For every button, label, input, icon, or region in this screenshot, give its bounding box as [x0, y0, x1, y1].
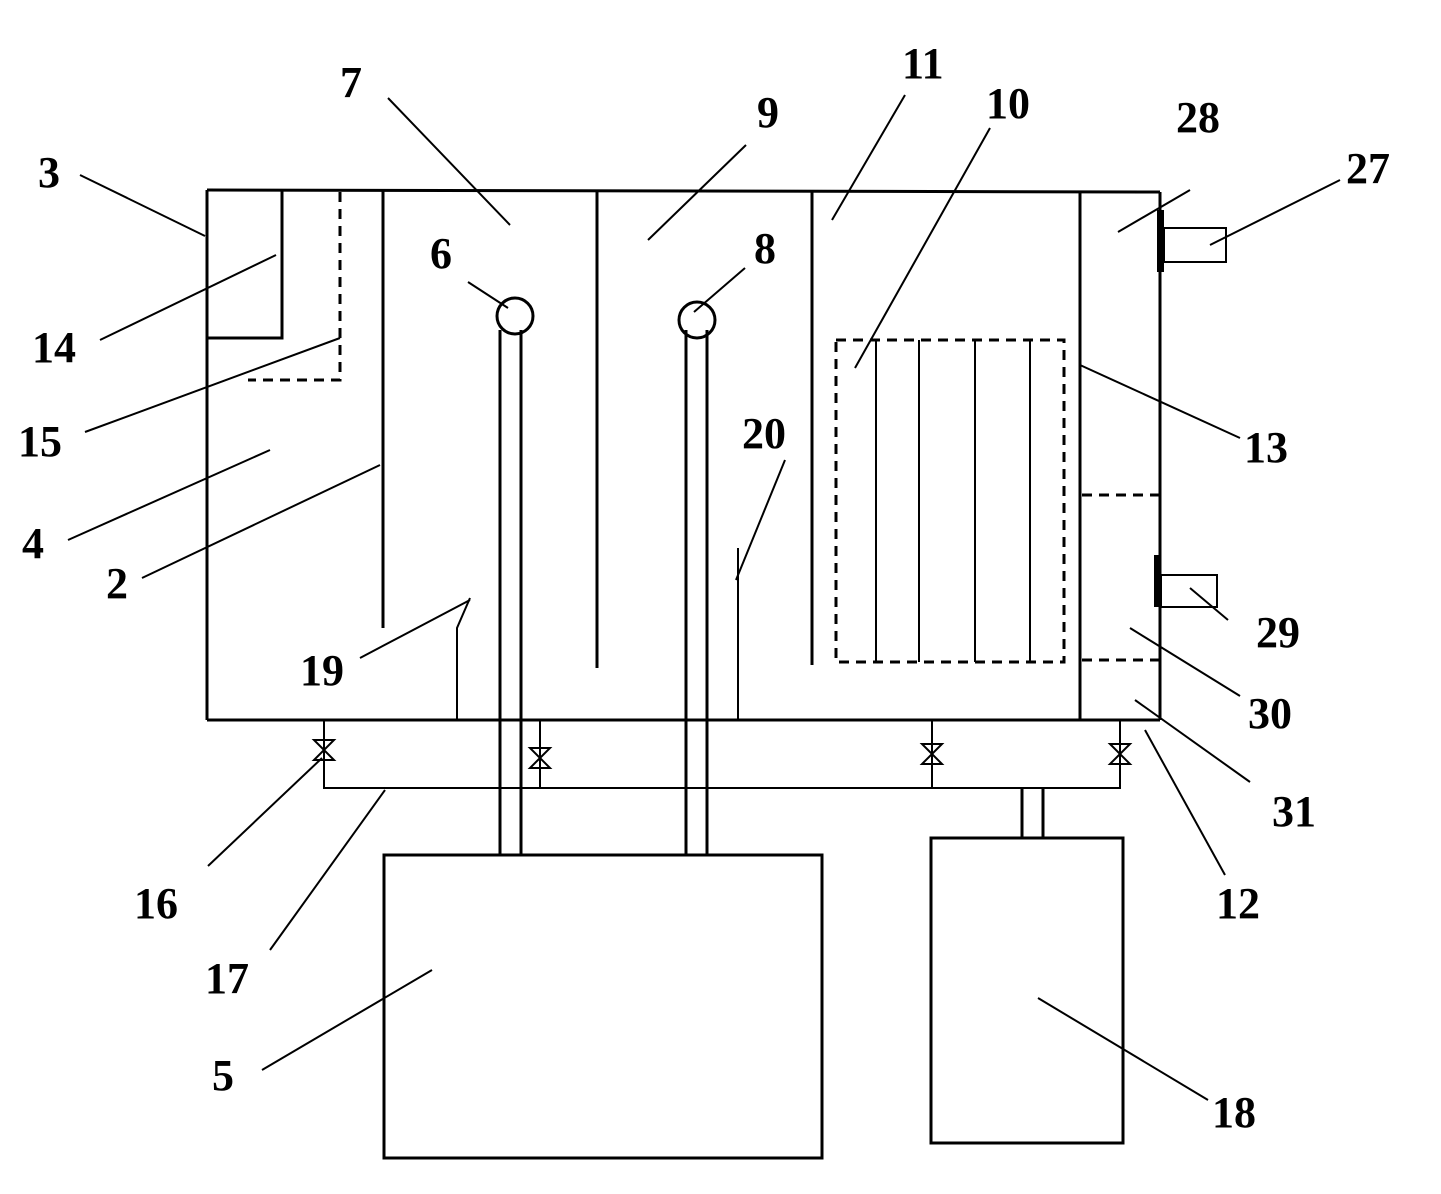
valve-icon: [311, 739, 1133, 769]
riser-6: [495, 296, 535, 855]
label-5: 5: [212, 1051, 234, 1100]
main-tank: [205, 188, 1162, 722]
label-3: 3: [38, 148, 60, 197]
tank-5: [382, 853, 824, 1160]
membrane-module: [834, 338, 1066, 664]
label-13: 13: [1244, 423, 1288, 472]
chamber-30: [1082, 493, 1160, 662]
label-31: 31: [1272, 787, 1316, 836]
label-29: 29: [1256, 608, 1300, 657]
label-18: 18: [1212, 1088, 1256, 1137]
outlet-29: [1154, 555, 1218, 608]
label-15: 15: [18, 417, 62, 466]
partitions: [381, 190, 1082, 720]
label-14: 14: [32, 323, 76, 372]
label-8: 8: [754, 224, 776, 273]
label-17: 17: [205, 954, 249, 1003]
reference-numerals: 3 7 9 11 10 28 27 6 8 14 15 4 2 19 20 13…: [18, 39, 1390, 1137]
label-28: 28: [1176, 93, 1220, 142]
riser-8: [677, 300, 717, 855]
label-6: 6: [430, 229, 452, 278]
label-19: 19: [300, 646, 344, 695]
label-30: 30: [1248, 689, 1292, 738]
label-11: 11: [902, 39, 944, 88]
label-16: 16: [134, 879, 178, 928]
outlet-27: [1157, 210, 1227, 272]
drain-pipe: [323, 720, 1121, 838]
label-2: 2: [106, 559, 128, 608]
tank-18: [929, 836, 1125, 1145]
label-12: 12: [1216, 879, 1260, 928]
label-9: 9: [757, 88, 779, 137]
label-10: 10: [986, 79, 1030, 128]
label-4: 4: [22, 519, 44, 568]
label-27: 27: [1346, 144, 1390, 193]
label-20: 20: [742, 409, 786, 458]
inlet-compartment: [207, 190, 342, 382]
leader-lines: [67, 94, 1341, 1101]
baffle-19: [456, 597, 471, 720]
label-7: 7: [340, 58, 362, 107]
